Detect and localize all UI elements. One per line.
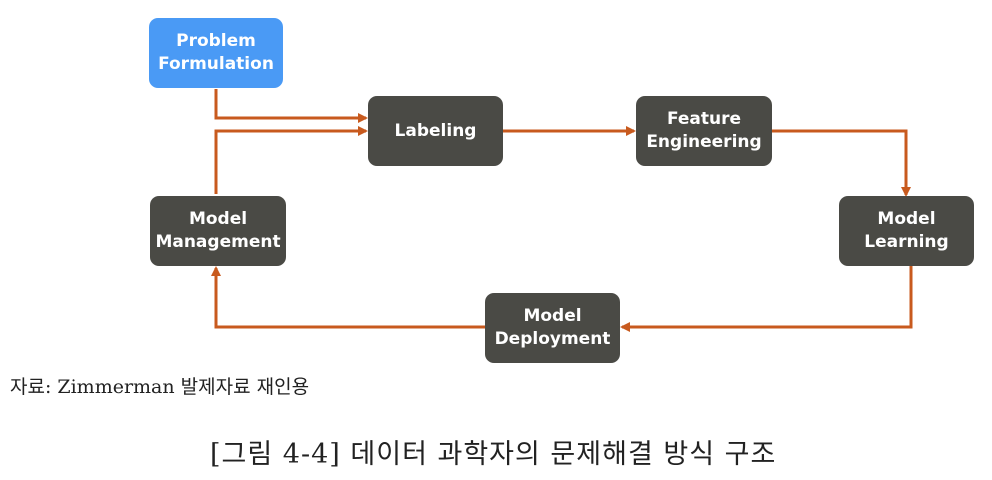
node-label-line: Model	[877, 209, 936, 229]
node-problem-formulation: Problem Formulation	[149, 18, 283, 88]
node-label-line: Learning	[864, 232, 949, 252]
node-model-deployment: Model Deployment	[485, 293, 620, 363]
node-labeling: Labeling	[368, 96, 503, 166]
node-label-line: Formulation	[158, 54, 274, 74]
node-label-line: Deployment	[494, 329, 611, 349]
arrow-problem-to-labeling	[214, 89, 368, 123]
arrow-management-to-labeling	[214, 126, 368, 194]
node-label-line: Engineering	[646, 132, 762, 152]
node-label-line: Model	[523, 306, 582, 326]
node-label-line: Management	[155, 232, 281, 252]
node-feature-engineering: Feature Engineering	[636, 96, 772, 166]
node-label-line: Labeling	[394, 120, 477, 141]
node-model-management: Model Management	[150, 196, 286, 266]
node-label-line: Problem	[176, 31, 256, 51]
source-note: 자료: Zimmerman 발제자료 재인용	[10, 376, 310, 398]
node-model-learning: Model Learning	[839, 196, 974, 266]
node-label-line: Model	[188, 209, 248, 229]
arrow-deployment-to-management	[211, 266, 485, 329]
arrow-learning-to-deployment	[620, 265, 913, 332]
figure-caption: [그림 4-4] 데이터 과학자의 문제해결 방식 구조	[210, 439, 777, 470]
node-label-line: Feature	[666, 109, 742, 129]
arrow-feature-to-learning	[772, 129, 911, 197]
